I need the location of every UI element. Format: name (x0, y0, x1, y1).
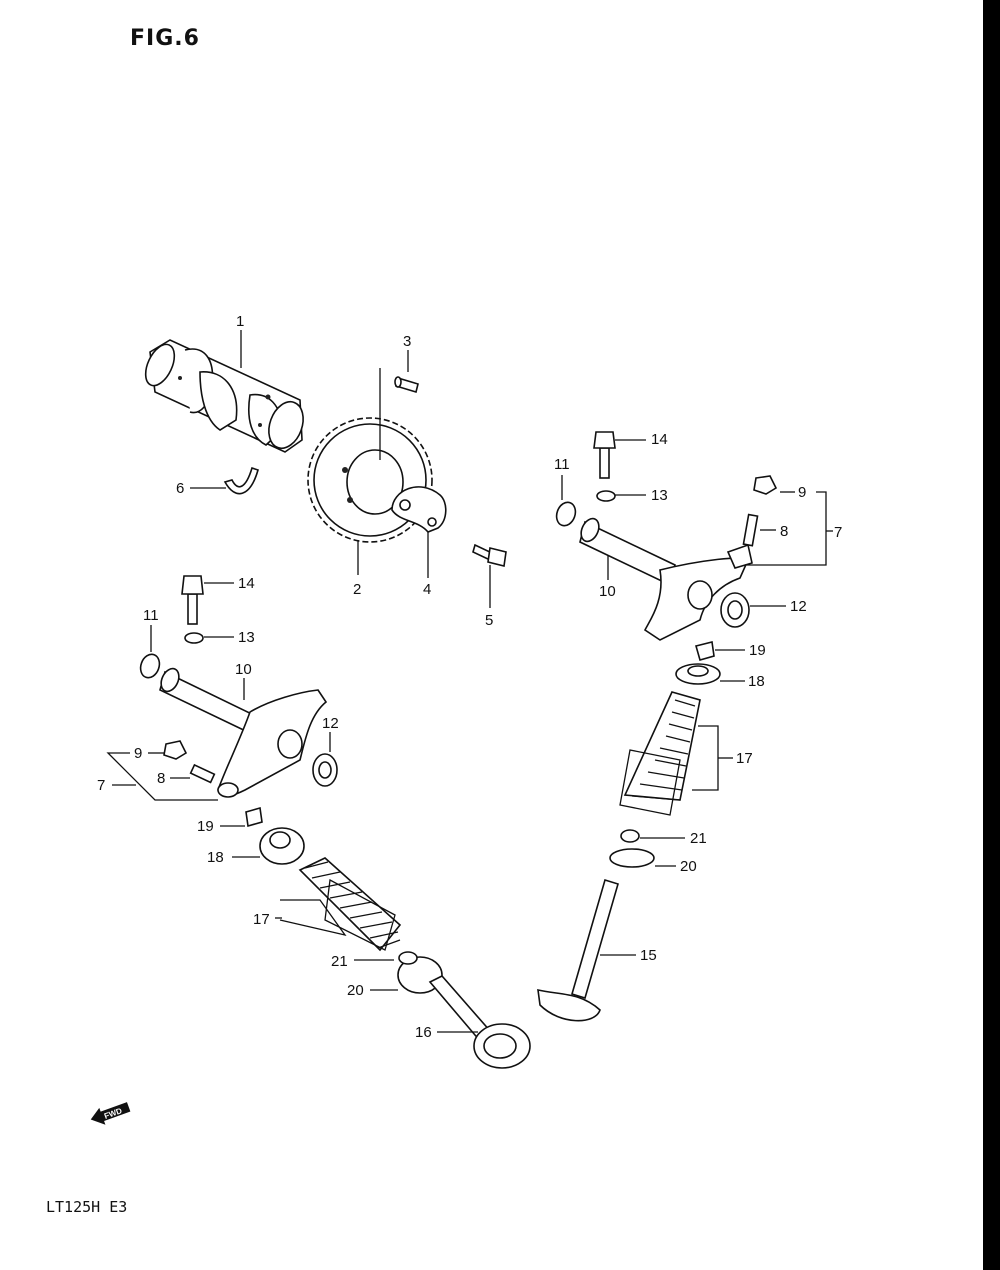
model-code: LT125H E3 (46, 1198, 128, 1216)
callout-17-right: 17 (736, 750, 753, 767)
callout-19-left: 19 (197, 818, 214, 835)
callout-1: 1 (236, 313, 244, 330)
valve-springs-right (619, 691, 701, 816)
decomp-plate (391, 486, 447, 533)
fwd-label: FWD (103, 1106, 123, 1121)
callout-16: 16 (415, 1024, 432, 1041)
callout-9-left: 9 (134, 745, 142, 762)
sprocket-bolt (472, 543, 507, 567)
forward-arrow-icon: FWD (90, 1102, 131, 1125)
callout-labels: 1 2 3 4 5 6 11 14 13 9 8 7 10 12 19 18 1… (97, 313, 842, 1041)
callout-3: 3 (403, 333, 411, 350)
spacer-washer-left (312, 753, 338, 787)
callout-5: 5 (485, 612, 493, 629)
callout-10-left: 10 (235, 661, 252, 678)
rocker-bolt-left (181, 575, 204, 644)
callout-13-right: 13 (651, 487, 668, 504)
callout-13-left: 13 (238, 629, 255, 646)
callout-20-left: 20 (347, 982, 364, 999)
callout-20-right: 20 (680, 858, 697, 875)
callout-14-left: 14 (238, 575, 255, 592)
adjusting-screw-left (163, 740, 216, 784)
adjusting-screw-right (742, 475, 778, 547)
callout-11-right: 11 (554, 456, 570, 473)
intake-valve (428, 975, 531, 1069)
rocker-arm-left (159, 667, 328, 798)
camshaft (144, 339, 304, 453)
callout-9-right: 9 (798, 484, 806, 501)
rocker-shaft-o-ring-left (139, 653, 161, 679)
callout-12-left: 12 (322, 715, 339, 732)
callout-11-left: 11 (143, 607, 159, 624)
valve-retainer-right (675, 663, 721, 685)
camshaft-clip (223, 466, 259, 495)
dowel-pin (394, 376, 419, 394)
rocker-shaft-o-ring-right (555, 501, 577, 527)
rocker-bolt-right (593, 431, 616, 502)
callout-7-left: 7 (97, 777, 105, 794)
valve-retainer-left (259, 827, 305, 865)
valve-cotter-left (245, 806, 263, 828)
scan-border (983, 0, 1000, 1270)
callout-19-right: 19 (749, 642, 766, 659)
callout-21-left: 21 (331, 953, 348, 970)
callout-6: 6 (176, 480, 184, 497)
callout-17-left: 17 (253, 911, 270, 928)
exhaust-valve (537, 878, 619, 1022)
valve-springs-left (298, 857, 402, 952)
callout-8-right: 8 (780, 523, 788, 540)
valve-cotter-right (695, 641, 715, 661)
callout-7-right: 7 (834, 524, 842, 541)
callout-8-left: 8 (157, 770, 165, 787)
rocker-arm-right (579, 517, 753, 641)
callout-18-left: 18 (207, 849, 224, 866)
valve-seat-right (609, 829, 655, 868)
callout-21-right: 21 (690, 830, 707, 847)
figure-title: FIG.6 (130, 26, 200, 51)
leader-lines (106, 330, 833, 1033)
callout-14-right: 14 (651, 431, 668, 448)
callout-10-right: 10 (599, 583, 616, 600)
callout-15: 15 (640, 947, 657, 964)
callout-2: 2 (353, 581, 361, 598)
callout-4: 4 (423, 581, 431, 598)
spacer-washer-right (720, 592, 750, 628)
callout-12-right: 12 (790, 598, 807, 615)
callout-18-right: 18 (748, 673, 765, 690)
